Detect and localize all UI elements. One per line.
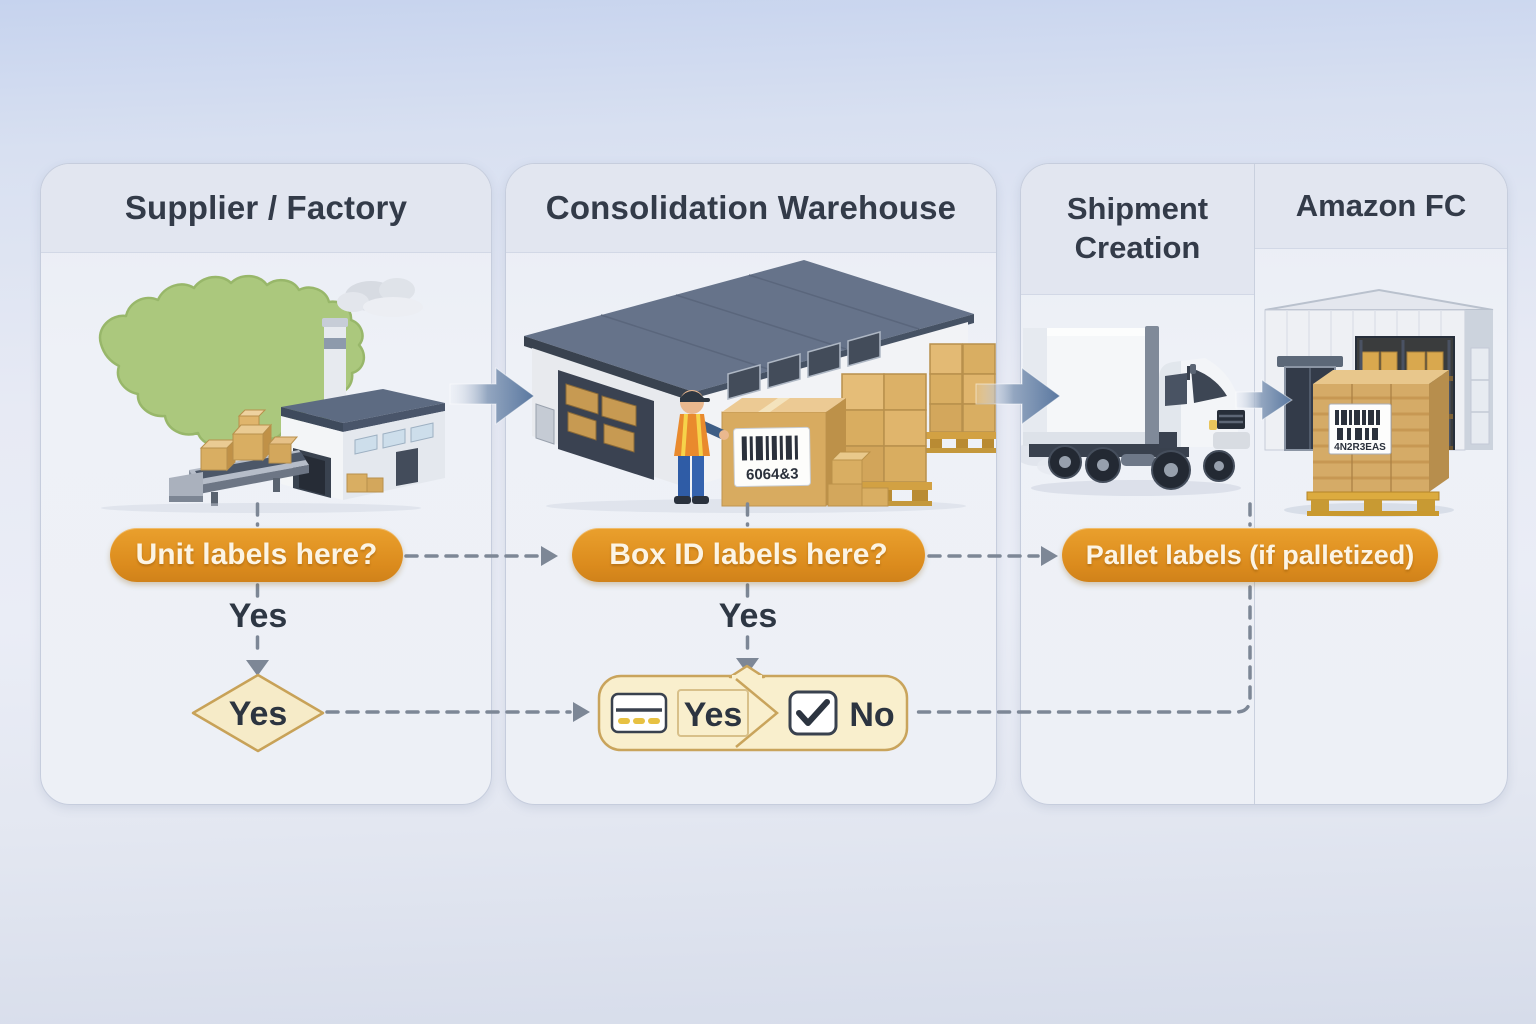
truck-illustration [1021, 326, 1250, 496]
cloud-icon [337, 278, 423, 317]
labeled-box: 6064&3 [721, 398, 846, 507]
panel-supplier-header: Supplier / Factory [41, 164, 491, 253]
panel-internal-divider [1254, 164, 1255, 804]
barcode-icon [741, 435, 799, 461]
yes-label-warehouse: Yes [718, 597, 778, 635]
panel-amazonfc-title: Amazon FC [1295, 188, 1467, 223]
panel-shipment-amazonfc: Shipment Creation Amazon FC [1020, 163, 1508, 805]
yes-decision-diamond: Yes [191, 673, 325, 753]
panel-shipment-title: Shipment Creation [1066, 191, 1209, 265]
yes-no-decision-element: Yes No [597, 664, 909, 752]
truck-wheels [1048, 445, 1235, 490]
truck-trailer [1023, 326, 1159, 448]
truck-cab [1159, 358, 1250, 449]
pallet-barcode-icon [1335, 410, 1380, 440]
panel-supplier-title: Supplier / Factory [124, 189, 408, 226]
box-id-labels-badge-text: Box ID labels here? [609, 538, 888, 571]
factory-illustration [98, 274, 445, 513]
small-boxes-front [827, 451, 889, 507]
panel-consolidation-header: Consolidation Warehouse [506, 164, 996, 253]
warehouse-illustration: 6064&3 [524, 260, 996, 513]
pallet-labels-badge-text: Pallet labels (if palletized) [1085, 539, 1415, 570]
factory-building [281, 318, 445, 500]
chevron-right-icon [735, 678, 779, 748]
box-label-text: 6064&3 [746, 466, 799, 484]
panel-shipment-header: Shipment Creation [1021, 164, 1254, 295]
pallet-label-text: 4N2R3EAS [1334, 442, 1386, 453]
label-card-icon [610, 692, 668, 734]
unit-labels-badge-text: Unit labels here? [135, 538, 378, 571]
diamond-yes-text: Yes [229, 695, 288, 733]
boxes-on-conveyor [199, 409, 384, 493]
amazon-fc-illustration: 4N2R3EAS [1264, 288, 1494, 517]
pallet-labels-badge: Pallet labels (if palletized) [1062, 528, 1438, 582]
pallet-stack-front [836, 373, 932, 506]
decision-no-text: No [849, 696, 894, 734]
box-id-labels-badge: Box ID labels here? [572, 528, 925, 582]
warehouse-worker [674, 390, 729, 504]
unit-labels-badge: Unit labels here? [110, 528, 403, 582]
ground-shadow [101, 503, 421, 513]
decision-yes-text: Yes [684, 696, 743, 734]
panel-amazonfc-header: Amazon FC [1255, 164, 1507, 249]
wrapped-pallet: 4N2R3EAS [1284, 370, 1454, 517]
yes-label-supplier: Yes [228, 597, 288, 635]
pallet-stack-back [926, 343, 996, 453]
panel-consolidation-title: Consolidation Warehouse [545, 189, 957, 226]
checkbox-checked-icon [788, 690, 838, 736]
